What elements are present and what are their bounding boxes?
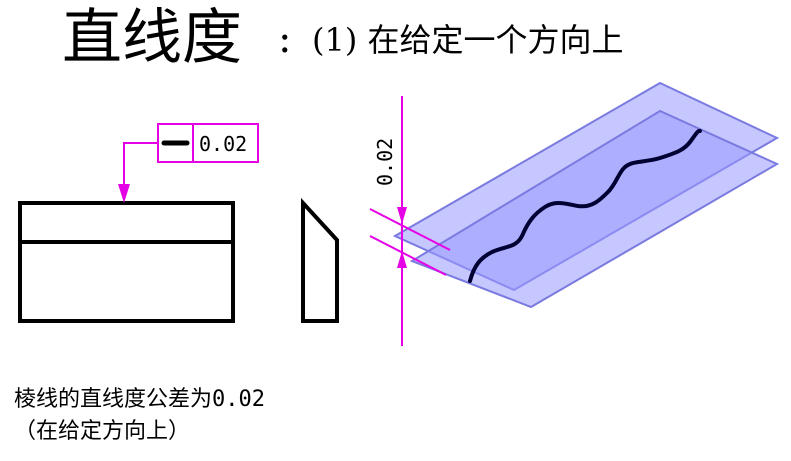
title-main: 直线度 bbox=[62, 3, 242, 73]
dimension-arrow-down-icon bbox=[397, 207, 407, 224]
title-colon: : bbox=[278, 16, 292, 62]
leader-line bbox=[123, 142, 158, 186]
side-view-outline bbox=[301, 197, 339, 323]
tolerance-frame: 0.02 bbox=[157, 123, 259, 163]
lower-plane bbox=[409, 109, 780, 309]
caption-line-1: 棱线的直线度公差为0.02 bbox=[14, 387, 265, 412]
zone-dimension: 0.02 bbox=[369, 96, 451, 346]
dimension-arrow-up-icon bbox=[397, 251, 407, 268]
caption: 棱线的直线度公差为0.02 （在给定方向上） bbox=[14, 384, 265, 448]
tolerance-zone bbox=[392, 81, 780, 309]
extension-line-upper bbox=[369, 208, 451, 251]
title-subtitle: (1) 在给定一个方向上 bbox=[312, 21, 624, 59]
front-view-outline bbox=[18, 201, 235, 323]
leader-arrowhead-icon bbox=[118, 184, 130, 203]
dimension-value: 0.02 bbox=[373, 138, 397, 186]
tolerance-value: 0.02 bbox=[199, 132, 247, 156]
actual-edge-curve bbox=[468, 128, 702, 283]
extension-line-lower bbox=[369, 235, 447, 276]
caption-line-2: （在给定方向上） bbox=[14, 419, 191, 444]
leader-arrow bbox=[118, 142, 158, 203]
front-view bbox=[18, 201, 235, 323]
